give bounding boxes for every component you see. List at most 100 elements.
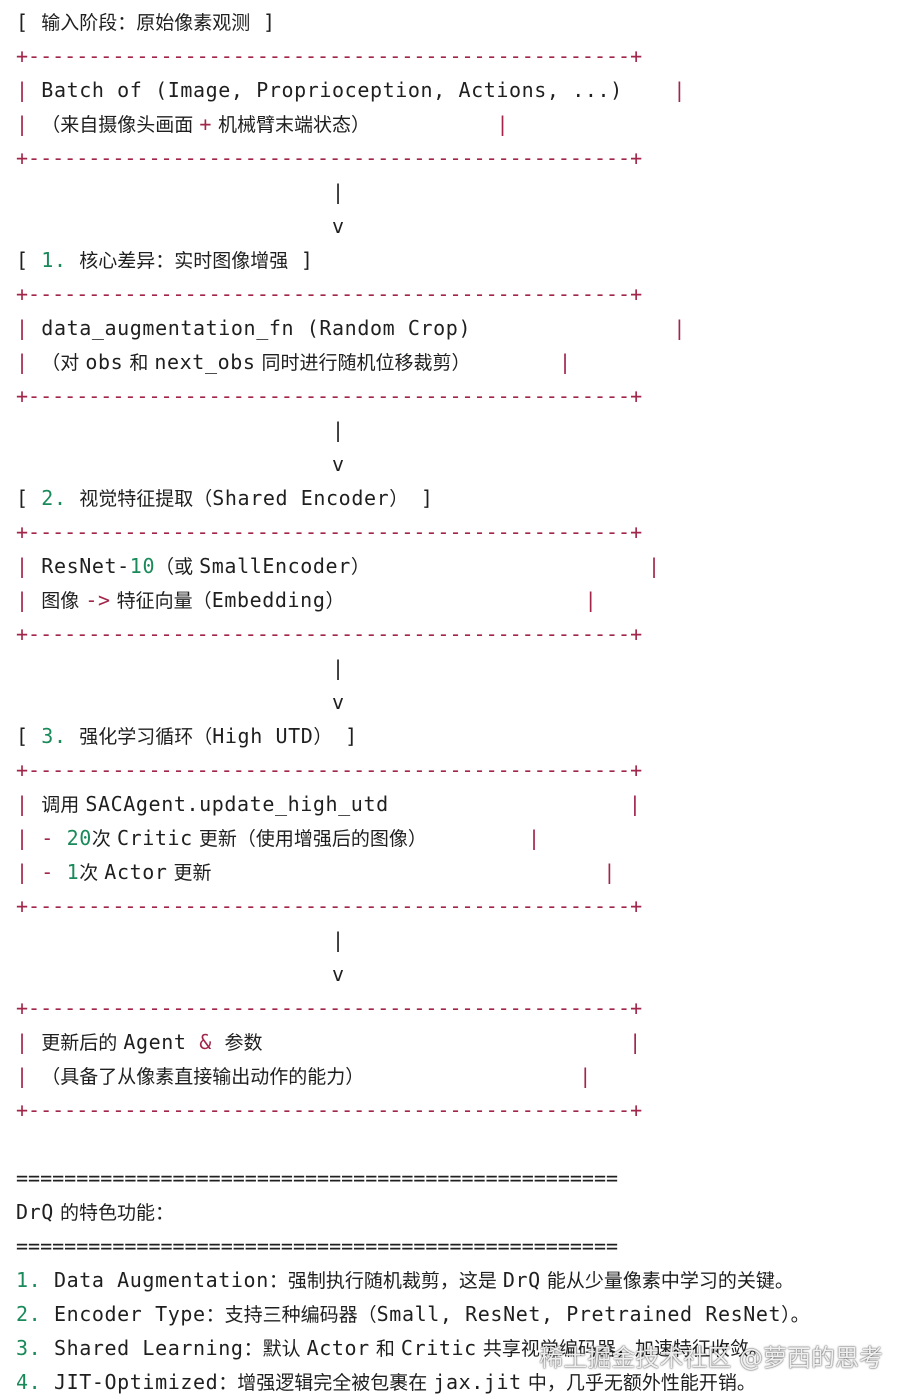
code-segment: v	[16, 690, 345, 714]
code-line: | ResNet-10（或 SmallEncoder） |	[16, 549, 911, 583]
code-segment: ResNet-	[41, 554, 130, 578]
code-segment: （对	[41, 352, 86, 374]
code-segment: Encoder Type	[41, 1302, 206, 1326]
watermark: 稀土掘金技术社区 @萝西的思考	[539, 1344, 883, 1372]
code-segment: |	[16, 826, 42, 850]
code-segment: ]	[250, 10, 276, 34]
code-segment: （来自摄像头画面	[41, 114, 200, 136]
code-segment: 1.	[16, 1268, 42, 1292]
code-segment: |	[16, 860, 42, 884]
code-segment: Embedding	[211, 588, 326, 612]
code-segment: v	[16, 214, 345, 238]
code-line: v	[16, 685, 911, 719]
code-segment: ]	[332, 724, 358, 748]
code-segment: 中，几乎无额外性能开销。	[521, 1372, 756, 1394]
code-segment: 3.	[41, 724, 67, 748]
code-segment: Shared Learning	[41, 1336, 244, 1360]
code-segment: Actor	[104, 860, 168, 884]
code-segment: -	[41, 826, 67, 850]
code-segment: +---------------------------------------…	[16, 384, 643, 408]
code-segment: 视觉特征提取（	[79, 488, 213, 510]
code-segment: +---------------------------------------…	[16, 282, 643, 306]
code-segment	[67, 724, 80, 748]
code-line: | data_augmentation_fn (Random Crop) |	[16, 311, 911, 345]
code-segment: 2.	[41, 486, 67, 510]
code-line: [ 1. 核心差异：实时图像增强 ]	[16, 243, 911, 277]
code-segment: 特征向量（	[110, 590, 212, 612]
code-segment: 10	[129, 554, 156, 578]
code-line: | - 20次 Critic 更新（使用增强后的图像） |	[16, 821, 911, 855]
code-segment: Critic	[116, 826, 193, 850]
code-segment: |	[16, 588, 42, 612]
code-segment: DrQ	[502, 1268, 541, 1292]
code-segment: +---------------------------------------…	[16, 894, 643, 918]
code-segment: |	[16, 1030, 42, 1054]
code-segment: next_obs	[154, 350, 256, 374]
code-line: [ 3. 强化学习循环（High UTD） ]	[16, 719, 911, 753]
code-segment: ）	[313, 726, 333, 748]
code-line: | （对 obs 和 next_obs 同时进行随机位移裁剪） |	[16, 345, 911, 379]
code-line: [ 输入阶段：原始像素观测 ]	[16, 5, 911, 39]
code-segment: [	[16, 724, 42, 748]
code-segment: 共享视觉编码器，加速特征收敛。	[476, 1338, 768, 1360]
code-line: | - 1次 Actor 更新 |	[16, 855, 911, 889]
code-segment: SmallEncoder	[199, 554, 351, 578]
code-segment: v	[16, 962, 345, 986]
code-segment: +---------------------------------------…	[16, 758, 643, 782]
code-segment: 2.	[16, 1302, 42, 1326]
code-line: +---------------------------------------…	[16, 753, 911, 787]
code-segment: 更新（使用增强后的图像）	[192, 828, 427, 850]
code-segment: 机械臂末端状态）	[212, 114, 371, 136]
code-line: +---------------------------------------…	[16, 991, 911, 1025]
code-segment: 能从少量像素中学习的关键。	[540, 1270, 794, 1292]
code-segment: 更新	[167, 862, 212, 884]
code-segment: |	[344, 588, 598, 612]
code-line: +---------------------------------------…	[16, 617, 911, 651]
code-segment: ========================================…	[16, 1166, 619, 1190]
code-line: 1. Data Augmentation：强制执行随机裁剪，这是 DrQ 能从少…	[16, 1263, 911, 1297]
code-segment: Small, ResNet, Pretrained ResNet	[376, 1302, 782, 1326]
code-segment: +	[199, 112, 212, 136]
code-segment: ：默认	[243, 1338, 307, 1360]
code-segment: v	[16, 452, 345, 476]
code-line: +---------------------------------------…	[16, 39, 911, 73]
code-segment: 和	[369, 1338, 401, 1360]
code-segment: 20	[66, 826, 92, 850]
code-line: | Batch of (Image, Proprioception, Actio…	[16, 73, 911, 107]
code-segment: obs	[85, 350, 124, 374]
code-line: +---------------------------------------…	[16, 515, 911, 549]
code-segment: High UTD	[212, 724, 314, 748]
code-line	[16, 1127, 911, 1161]
code-segment: +---------------------------------------…	[16, 520, 643, 544]
code-segment: Actor	[306, 1336, 370, 1360]
code-segment: 1.	[41, 248, 67, 272]
code-segment: data_augmentation_fn (Random Crop)	[41, 316, 472, 340]
code-segment: |	[16, 1064, 42, 1088]
code-line: |	[16, 175, 911, 209]
code-segment: |	[262, 1030, 642, 1054]
code-segment: 参数	[224, 1032, 263, 1054]
code-segment: |	[364, 1064, 592, 1088]
code-segment: +---------------------------------------…	[16, 996, 643, 1020]
code-segment: 强化学习循环（	[79, 726, 213, 748]
code-line: v	[16, 957, 911, 991]
code-segment: |	[211, 860, 617, 884]
code-line: +---------------------------------------…	[16, 141, 911, 175]
code-line: 2. Encoder Type：支持三种编码器（Small, ResNet, P…	[16, 1297, 911, 1331]
code-segment: |	[16, 316, 42, 340]
code-segment: |	[16, 78, 42, 102]
code-segment: ]	[288, 248, 314, 272]
code-line: 3. Shared Learning：默认 Actor 和 Critic 共享视…	[16, 1331, 911, 1365]
code-segment: |	[16, 792, 42, 816]
code-segment: 核心差异：实时图像增强	[79, 250, 289, 272]
code-segment: ：支持三种编码器（	[205, 1304, 377, 1326]
code-line: | 图像 -> 特征向量（Embedding） |	[16, 583, 911, 617]
code-line: v	[16, 447, 911, 481]
code-line: ========================================…	[16, 1229, 911, 1263]
code-segment: [	[16, 248, 42, 272]
code-segment: +---------------------------------------…	[16, 1098, 643, 1122]
code-segment: ->	[85, 588, 111, 612]
code-line: |	[16, 923, 911, 957]
code-line: DrQ 的特色功能：	[16, 1195, 911, 1229]
code-line: |	[16, 413, 911, 447]
